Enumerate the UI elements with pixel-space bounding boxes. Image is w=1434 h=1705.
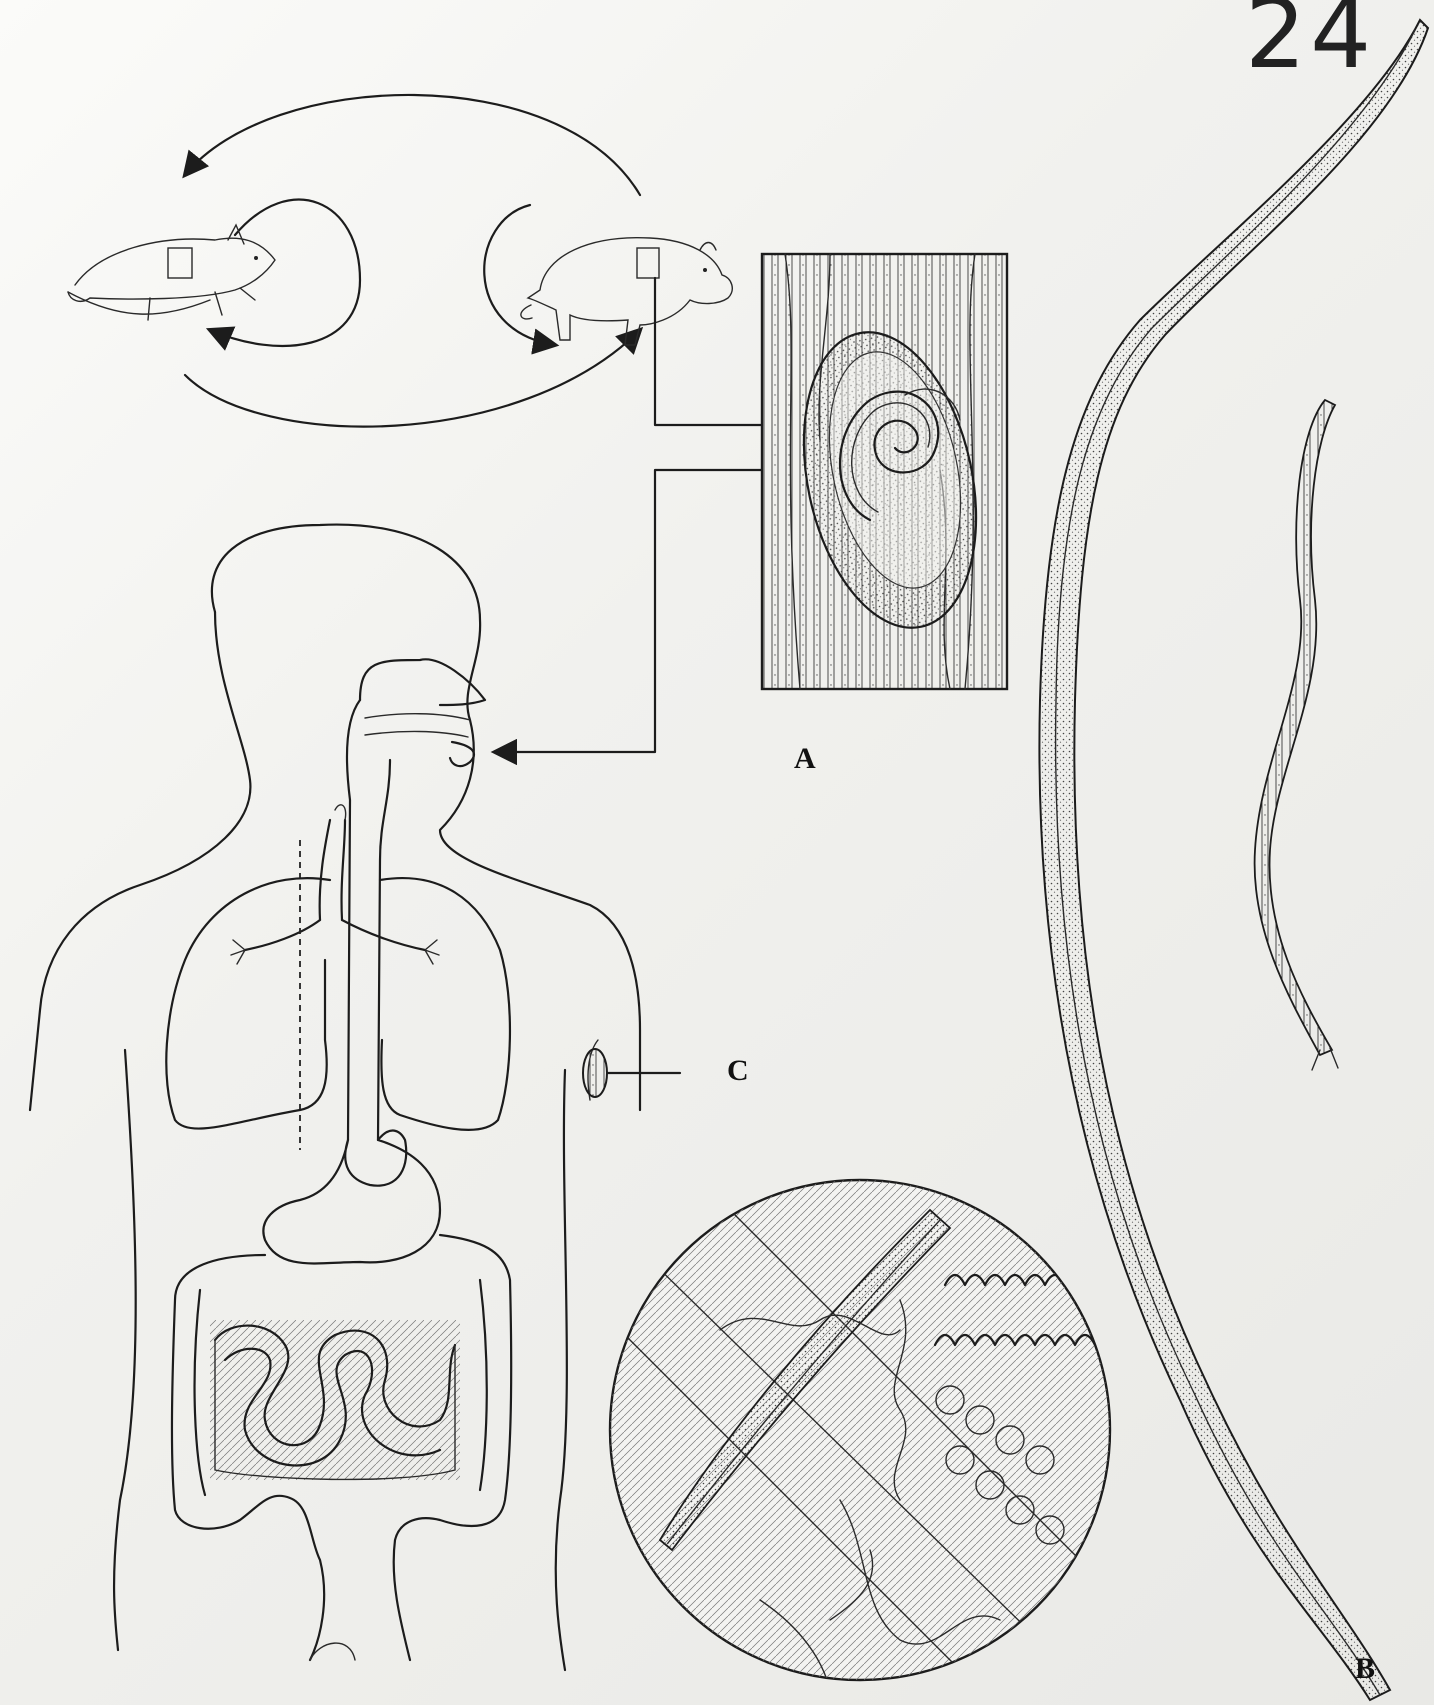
small-intestine: [210, 1320, 460, 1480]
muscle-cyst-panel: [762, 254, 1007, 689]
esophagus: [347, 700, 360, 1140]
cycle-arrow-bottom: [185, 330, 640, 427]
pig-figure: [521, 238, 732, 345]
arm-muscle-cyst: [583, 1049, 607, 1097]
connector-cyst-to-mouth: [495, 470, 762, 752]
mouth: [450, 742, 474, 766]
rat-loop: [210, 200, 360, 346]
trachea: [320, 820, 330, 920]
stomach: [263, 1131, 440, 1264]
bronchi: [245, 920, 425, 950]
label-c: C: [727, 1054, 749, 1088]
pig-muscle-box: [637, 248, 659, 278]
transmission-cycle: [185, 95, 640, 427]
label-b: B: [1355, 1652, 1375, 1686]
rat-muscle-box: [168, 248, 192, 278]
label-a: A: [794, 742, 816, 776]
human-figure: [30, 525, 680, 1670]
human-outline: [212, 525, 640, 1110]
rat-figure: [68, 225, 275, 320]
nasal-cavity: [360, 659, 485, 705]
connector-pig-to-cyst: [655, 278, 762, 425]
male-worm: [1255, 400, 1335, 1055]
cycle-arrow-top: [185, 95, 640, 195]
magnified-muscle-circle: [600, 1170, 1120, 1705]
right-lung: [380, 878, 510, 1130]
left-lung: [166, 878, 330, 1128]
